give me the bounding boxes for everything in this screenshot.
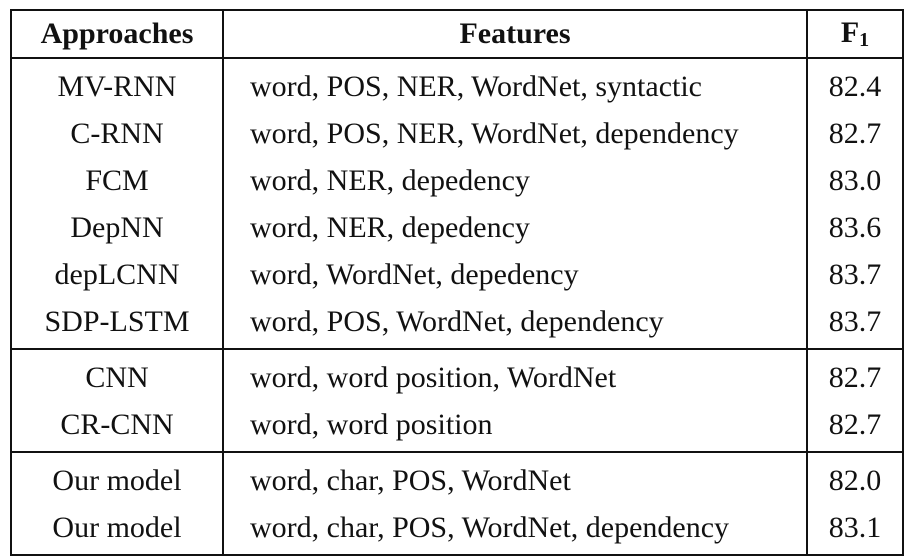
results-table: Approaches Features F1 MV-RNN word, POS,… [10,9,904,556]
table-row: MV-RNN word, POS, NER, WordNet, syntacti… [10,58,904,110]
table-row: CNN word, word position, WordNet 82.7 [10,349,904,401]
approach-cell: C-RNN [10,110,224,157]
f1-cell: 82.7 [806,110,904,157]
f1-cell: 82.7 [806,401,904,452]
features-cell: word, POS, NER, WordNet, dependency [222,110,808,157]
f1-cell: 83.7 [806,251,904,298]
group-our-models: Our model word, char, POS, WordNet 82.0 … [10,452,904,555]
approach-cell: SDP-LSTM [10,298,224,349]
table-row: DepNN word, NER, depedency 83.6 [10,204,904,251]
approach-cell: FCM [10,157,224,204]
features-cell: word, word position, WordNet [222,349,808,401]
f1-cell: 82.0 [806,452,904,504]
table-row: Our model word, char, POS, WordNet, depe… [10,504,904,555]
f1-cell: 82.4 [806,58,904,110]
table-container: Approaches Features F1 MV-RNN word, POS,… [10,9,904,556]
table-header: Approaches Features F1 [10,10,904,59]
features-cell: word, NER, depedency [222,157,808,204]
table-row: depLCNN word, WordNet, depedency 83.7 [10,251,904,298]
header-f1: F1 [806,10,904,59]
approach-cell: MV-RNN [10,58,224,110]
header-f1-subscript: 1 [859,29,870,51]
features-cell: word, POS, WordNet, dependency [222,298,808,349]
approach-cell: Our model [10,452,224,504]
group-cnn-models: CNN word, word position, WordNet 82.7 CR… [10,349,904,452]
features-cell: word, char, POS, WordNet [222,452,808,504]
header-features: Features [222,10,808,59]
header-f1-label: F [840,16,860,49]
approach-cell: CR-CNN [10,401,224,452]
features-cell: word, WordNet, depedency [222,251,808,298]
approach-cell: CNN [10,349,224,401]
features-cell: word, char, POS, WordNet, dependency [222,504,808,555]
group-dependency-models: MV-RNN word, POS, NER, WordNet, syntacti… [10,58,904,349]
header-row: Approaches Features F1 [10,10,904,59]
f1-cell: 83.7 [806,298,904,349]
f1-cell: 83.1 [806,504,904,555]
approach-cell: DepNN [10,204,224,251]
features-cell: word, word position [222,401,808,452]
features-cell: word, POS, NER, WordNet, syntactic [222,58,808,110]
approach-cell: depLCNN [10,251,224,298]
table-row: SDP-LSTM word, POS, WordNet, dependency … [10,298,904,349]
f1-cell: 83.0 [806,157,904,204]
approach-cell: Our model [10,504,224,555]
f1-cell: 83.6 [806,204,904,251]
table-row: C-RNN word, POS, NER, WordNet, dependenc… [10,110,904,157]
f1-cell: 82.7 [806,349,904,401]
table-row: Our model word, char, POS, WordNet 82.0 [10,452,904,504]
header-approaches: Approaches [10,10,224,59]
features-cell: word, NER, depedency [222,204,808,251]
table-row: FCM word, NER, depedency 83.0 [10,157,904,204]
table-row: CR-CNN word, word position 82.7 [10,401,904,452]
